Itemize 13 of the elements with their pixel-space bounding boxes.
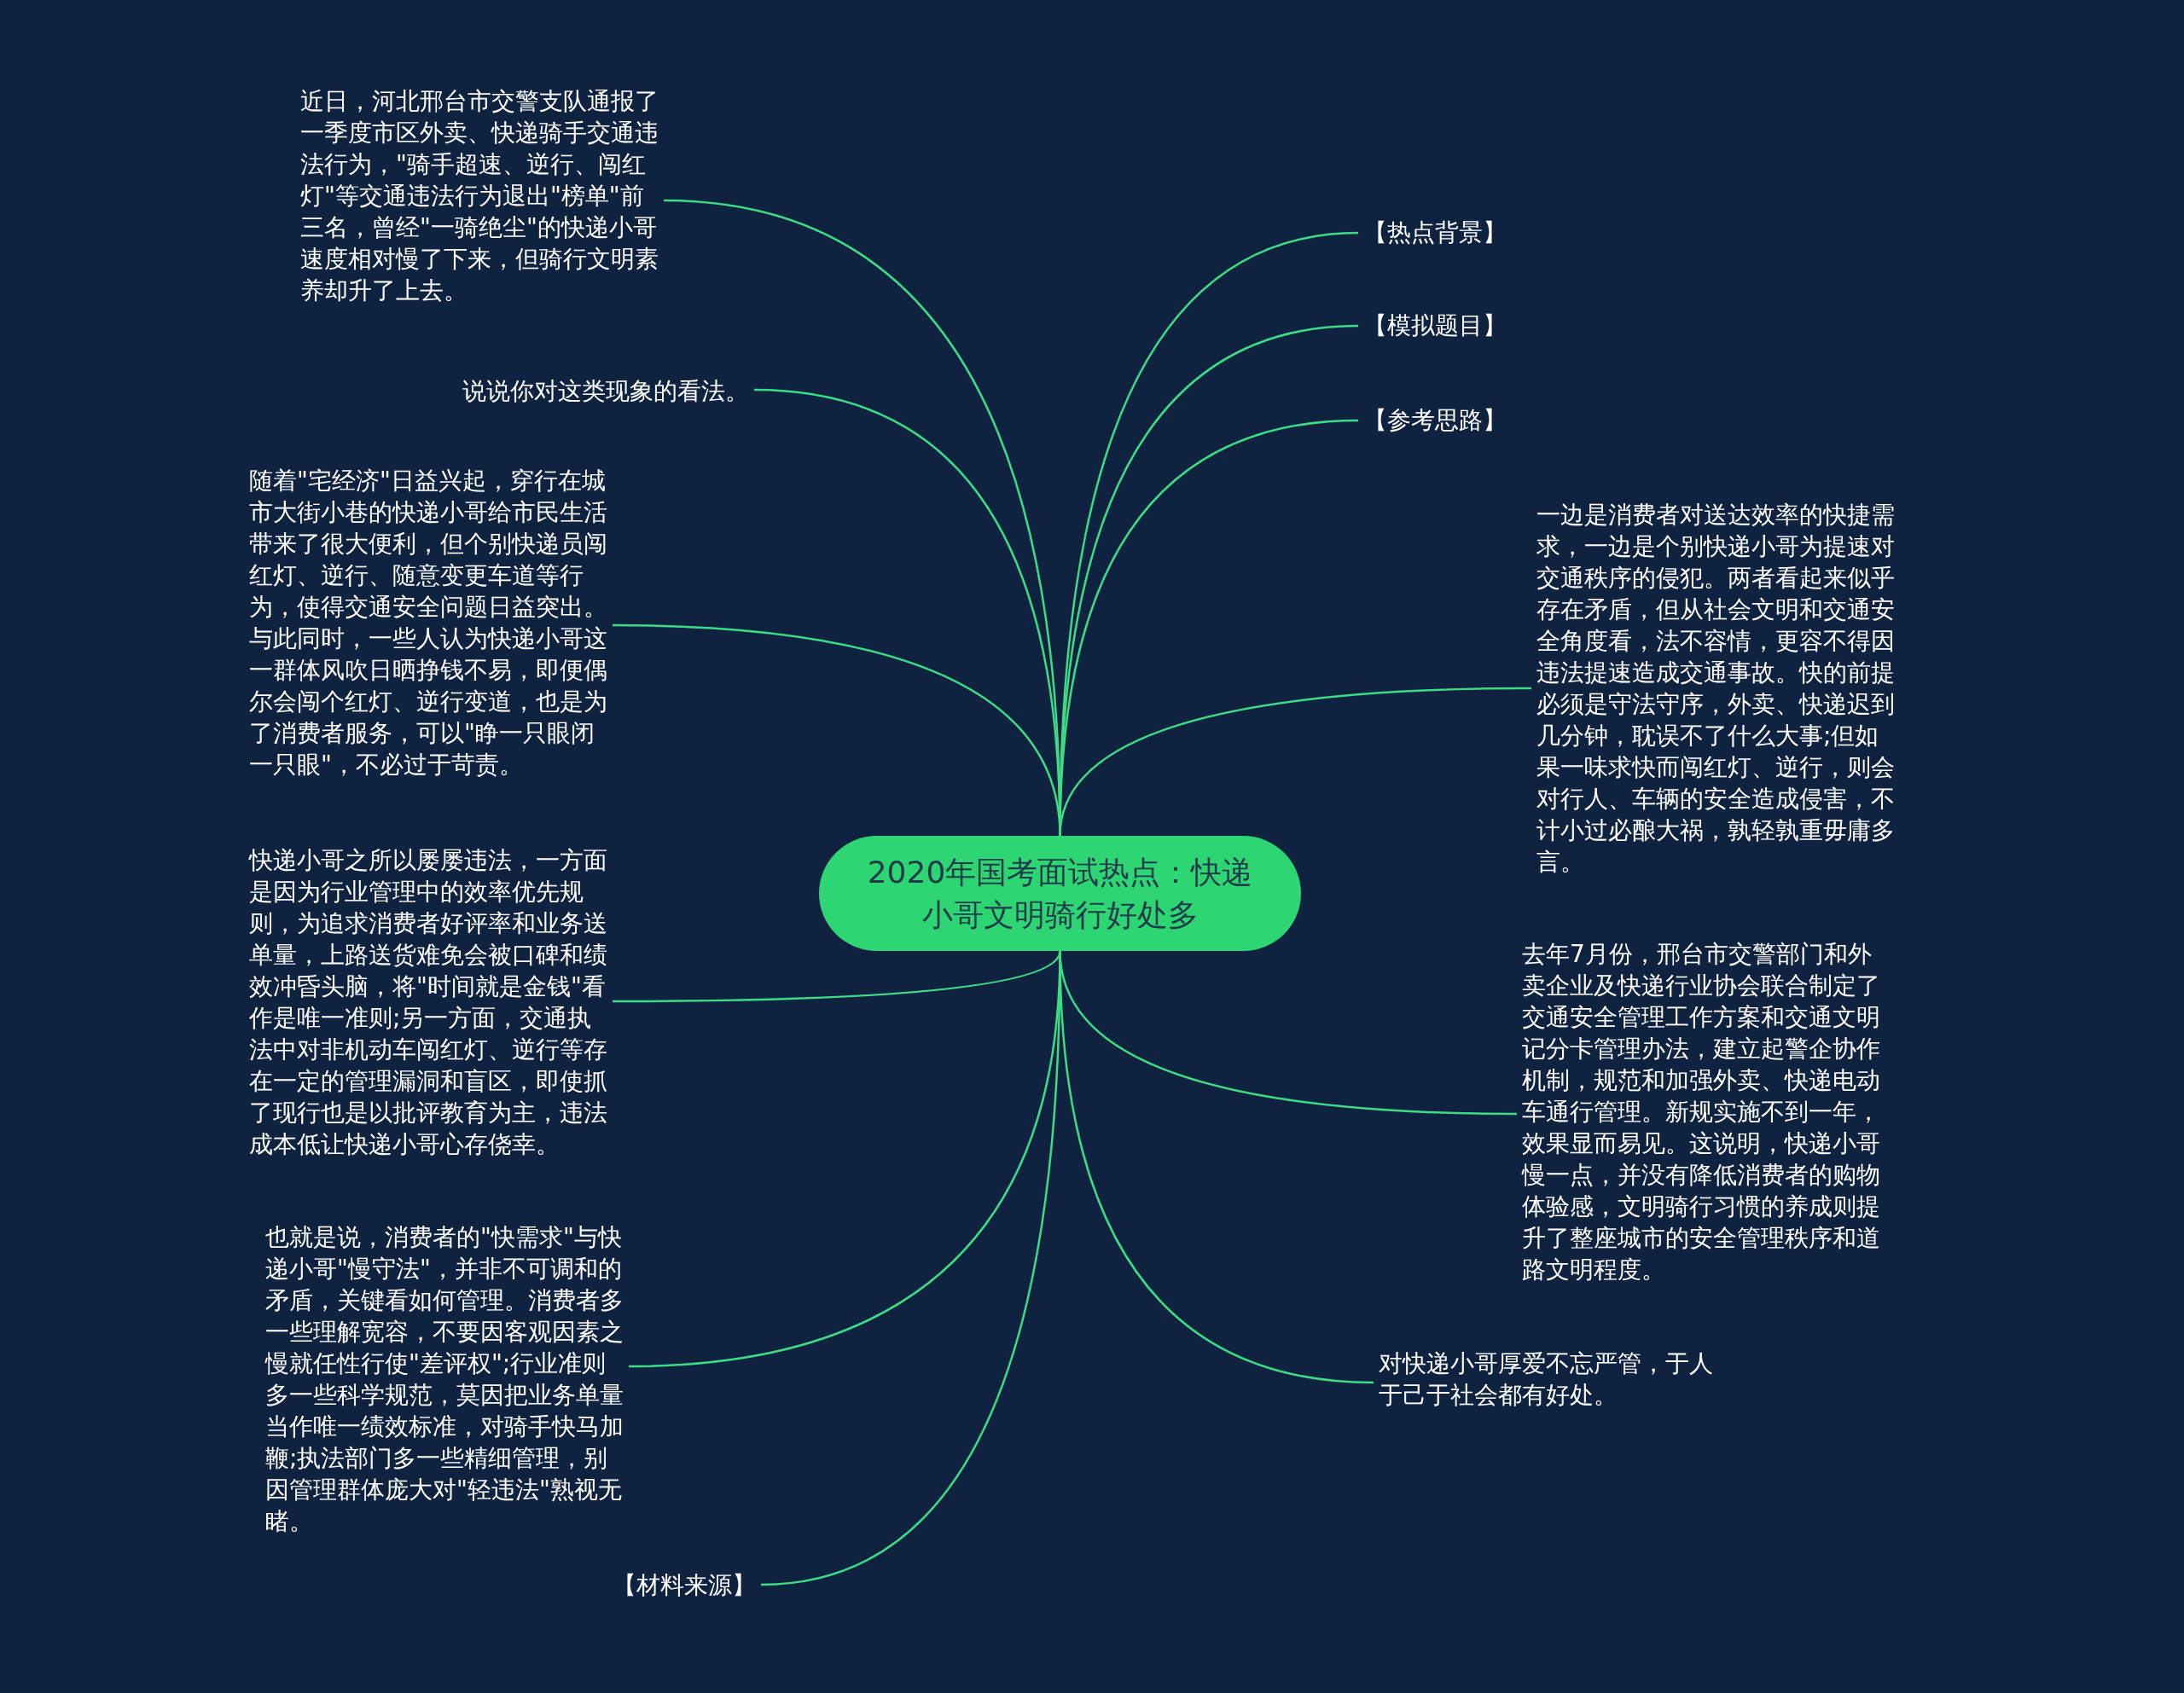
branch-text: 近日，河北邢台市交警支队通报了一季度市区外卖、快递骑手交通违法行为，"骑手超速、逆行、闯红灯"等交通违法行为退出"榜单"前三名，曾经"一骑绝尘"的快递小哥速度相对慢了下来，但骑行文明素养却升了上去。 [300,87,659,304]
branch-text: 一边是消费者对送达效率的快捷需求，一边是个别快递小哥为提速对交通秩序的侵犯。两者看起来似乎存在矛盾，但从社会文明和交通安全角度看，法不容情，更容不得因违法提速造成交通事故。快的前提必须是守法守序，外卖、快递迟到几分钟，耽误不了什么大事;但如果一味求快而闯红灯、逆行，则会对行人、车辆的安全造成侵害，不计小过必酿大祸，孰轻孰重毋庸多言。 [1536,501,1895,876]
branch-text: 说说你对这类现象的看法。 [462,377,749,405]
branch-text: 随着"宅经济"日益兴起，穿行在城市大街小巷的快递小哥给市民生活带来了很大便利，但个别快递员闯红灯、逆行、随意变更车道等行为，使得交通安全问题日益突出。与此同时，一些人认为快递小哥这一群体风吹日晒挣钱不易，即便偶尔会闯个红灯、逆行变道，也是为了消费者服务，可以"睁一只眼闭一只眼"，不必过于苛责。 [249,467,607,779]
branch-text: 【参考思路】 [1363,406,1507,434]
branch-text: 对快递小哥厚爱不忘严管，于人于己于社会都有好处。 [1379,1349,1713,1409]
branch-text: 也就是说，消费者的"快需求"与快递小哥"慢守法"，并非不可调和的矛盾，关键看如何管理。消费者多一些理解宽容，不要因客观因素之慢就任性行使"差评权";行业准则多一些科学规范，莫因把业务单量当作唯一绩效标准，对骑手快马加鞭;执法部门多一些精细管理，别因管理群体庞大对"轻违法"熟视无睹。 [265,1223,624,1535]
branch-text: 【热点背景】 [1363,218,1507,246]
branch-text: 【材料来源】 [613,1571,756,1599]
branch-text: 去年7月份，邢台市交警部门和外卖企业及快递行业协会联合制定了交通安全管理工作方案和交通文明记分卡管理办法，建立起警企协作机制，规范和加强外卖、快递电动车通行管理。新规实施不到一年，效果显而易见。这说明，快递小哥慢一点，并没有降低消费者的购物体验感，文明骑行习惯的养成则提升了整座城市的安全管理秩序和道路文明程度。 [1522,940,1880,1284]
branch-text: 【模拟题目】 [1363,311,1507,339]
branch-text: 快递小哥之所以屡屡违法，一方面是因为行业管理中的效率优先规则，为追求消费者好评率和业务送单量，上路送货难免会被口碑和绩效冲昏头脑，将"时间就是金钱"看作是唯一准则;另一方面，交通执法中对非机动车闯红灯、逆行等存在一定的管理漏洞和盲区，即使抓了现行也是以批评教育为主，违法成本低让快递小哥心存侥幸。 [249,846,607,1158]
topic-text: 2020年国考面试热点：快递小哥文明骑行好处多 [866,853,1254,934]
